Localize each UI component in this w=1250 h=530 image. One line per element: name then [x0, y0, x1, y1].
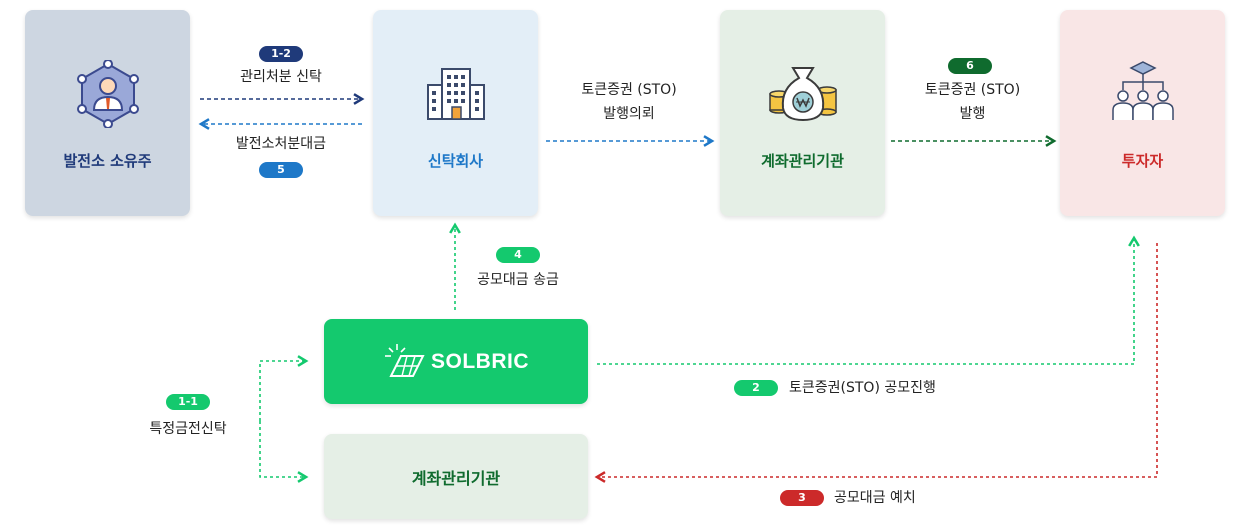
node-custody-bottom-title: 계좌관리기관: [411, 468, 501, 488]
solbric-logo-icon: [383, 342, 425, 382]
label-5: 발전소처분대금: [235, 136, 327, 152]
arrow-solbric-to-investor: [597, 235, 1140, 365]
badge-1-2: 1-2: [259, 46, 303, 62]
node-custody-top-title: 계좌관리기관: [761, 152, 844, 170]
label-sto-request-1: 토큰증권 (STO): [581, 82, 677, 98]
label-6-1: 토큰증권 (STO): [924, 82, 1021, 98]
badge-4: 4: [496, 247, 540, 263]
badge-5: 5: [259, 162, 303, 178]
label-sto-request-2: 발행의뢰: [603, 106, 655, 122]
node-custody-bottom: 계좌관리기관: [324, 434, 588, 519]
badge-1-1: 1-1: [166, 394, 210, 410]
investors-icon: [1109, 60, 1177, 126]
solbric-logo: SOLBRIC: [383, 342, 529, 382]
label-6-2: 발행: [959, 106, 986, 122]
label-4: 공모대금 송금: [477, 272, 559, 288]
badge-6: 6: [948, 58, 992, 74]
node-investor: 투자자: [1060, 10, 1225, 216]
badge-2: 2: [734, 380, 778, 396]
node-custody-top: 계좌관리기관: [720, 10, 885, 216]
label-2: 토큰증권(STO) 공모진행: [789, 380, 936, 396]
node-solbric: SOLBRIC: [324, 319, 588, 404]
node-owner-title: 발전소 소유주: [63, 152, 152, 170]
label-1-1: 특정금전신탁: [149, 421, 227, 437]
arrow-trust-1-1-to-solbric: [259, 355, 309, 421]
money-bag-icon: [767, 58, 839, 130]
node-investor-title: 투자자: [1121, 152, 1164, 170]
building-icon: [424, 65, 488, 125]
badge-3: 3: [780, 490, 824, 506]
label-1-2: 관리처분 신탁: [240, 69, 322, 85]
solbric-title: SOLBRIC: [431, 349, 529, 373]
node-owner: 발전소 소유주: [25, 10, 190, 216]
arrow-trust-1-1-to-custody: [259, 421, 309, 483]
label-3: 공모대금 예치: [834, 490, 916, 506]
node-trust: 신탁회사: [373, 10, 538, 216]
person-network-icon: [74, 59, 142, 132]
arrow-investor-to-custody-bottom: [594, 243, 1158, 483]
node-trust-title: 신탁회사: [427, 152, 484, 170]
